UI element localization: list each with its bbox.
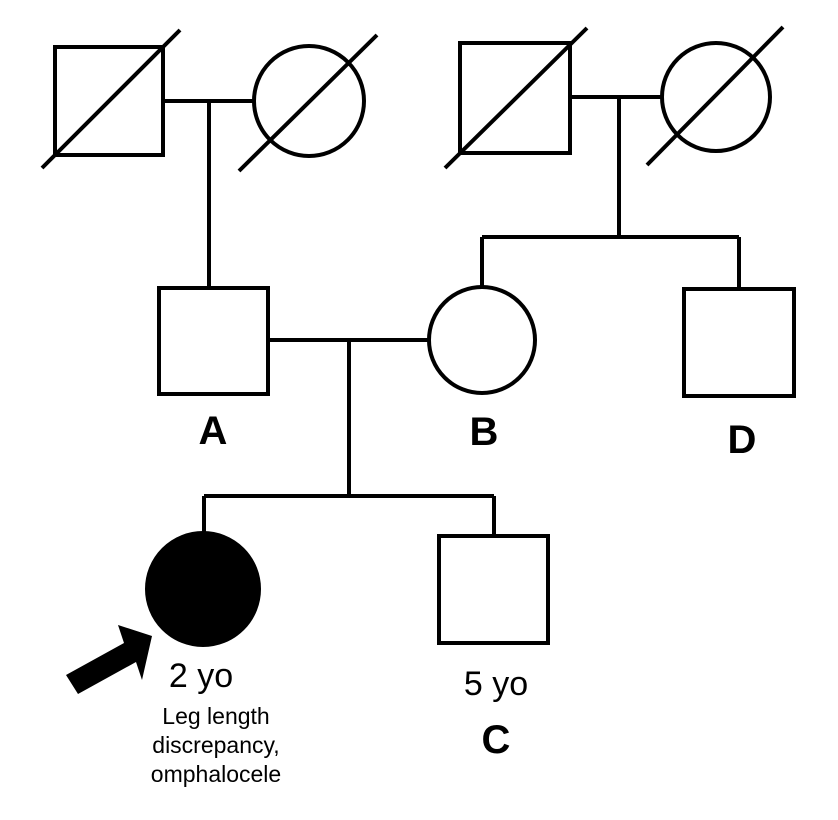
proband: 2 yo Leg length discrepancy, omphalocele bbox=[66, 531, 281, 787]
female-affected-symbol bbox=[145, 531, 261, 647]
deceased-slash bbox=[443, 26, 589, 170]
deceased-slash bbox=[40, 28, 182, 170]
maternal-grandmother bbox=[645, 25, 785, 167]
proband-note-line-3: omphalocele bbox=[151, 761, 281, 787]
individual-label: C bbox=[482, 718, 511, 762]
maternal-grandfather bbox=[443, 26, 589, 170]
deceased-slash bbox=[237, 33, 379, 173]
maternal-uncle-D: D bbox=[682, 287, 796, 462]
relationship-lines bbox=[163, 95, 741, 536]
female-symbol bbox=[427, 285, 537, 395]
mother-B: B bbox=[427, 285, 537, 454]
sibling-age: 5 yo bbox=[464, 665, 528, 703]
sibling-C: 5 yo C bbox=[437, 534, 550, 762]
father-A: A bbox=[157, 286, 270, 453]
deceased-slash bbox=[645, 25, 785, 167]
paternal-grandfather bbox=[40, 28, 182, 170]
arrow-icon bbox=[66, 625, 152, 694]
male-symbol bbox=[682, 287, 796, 398]
male-symbol bbox=[437, 534, 550, 645]
proband-note-line-1: Leg length bbox=[162, 703, 269, 729]
individual-label: A bbox=[199, 409, 228, 453]
proband-age: 2 yo bbox=[169, 657, 233, 695]
proband-note-line-2: discrepancy, bbox=[152, 732, 279, 758]
male-symbol bbox=[157, 286, 270, 396]
individual-label: D bbox=[728, 418, 757, 462]
individual-label: B bbox=[470, 410, 499, 454]
paternal-grandmother bbox=[237, 33, 379, 173]
